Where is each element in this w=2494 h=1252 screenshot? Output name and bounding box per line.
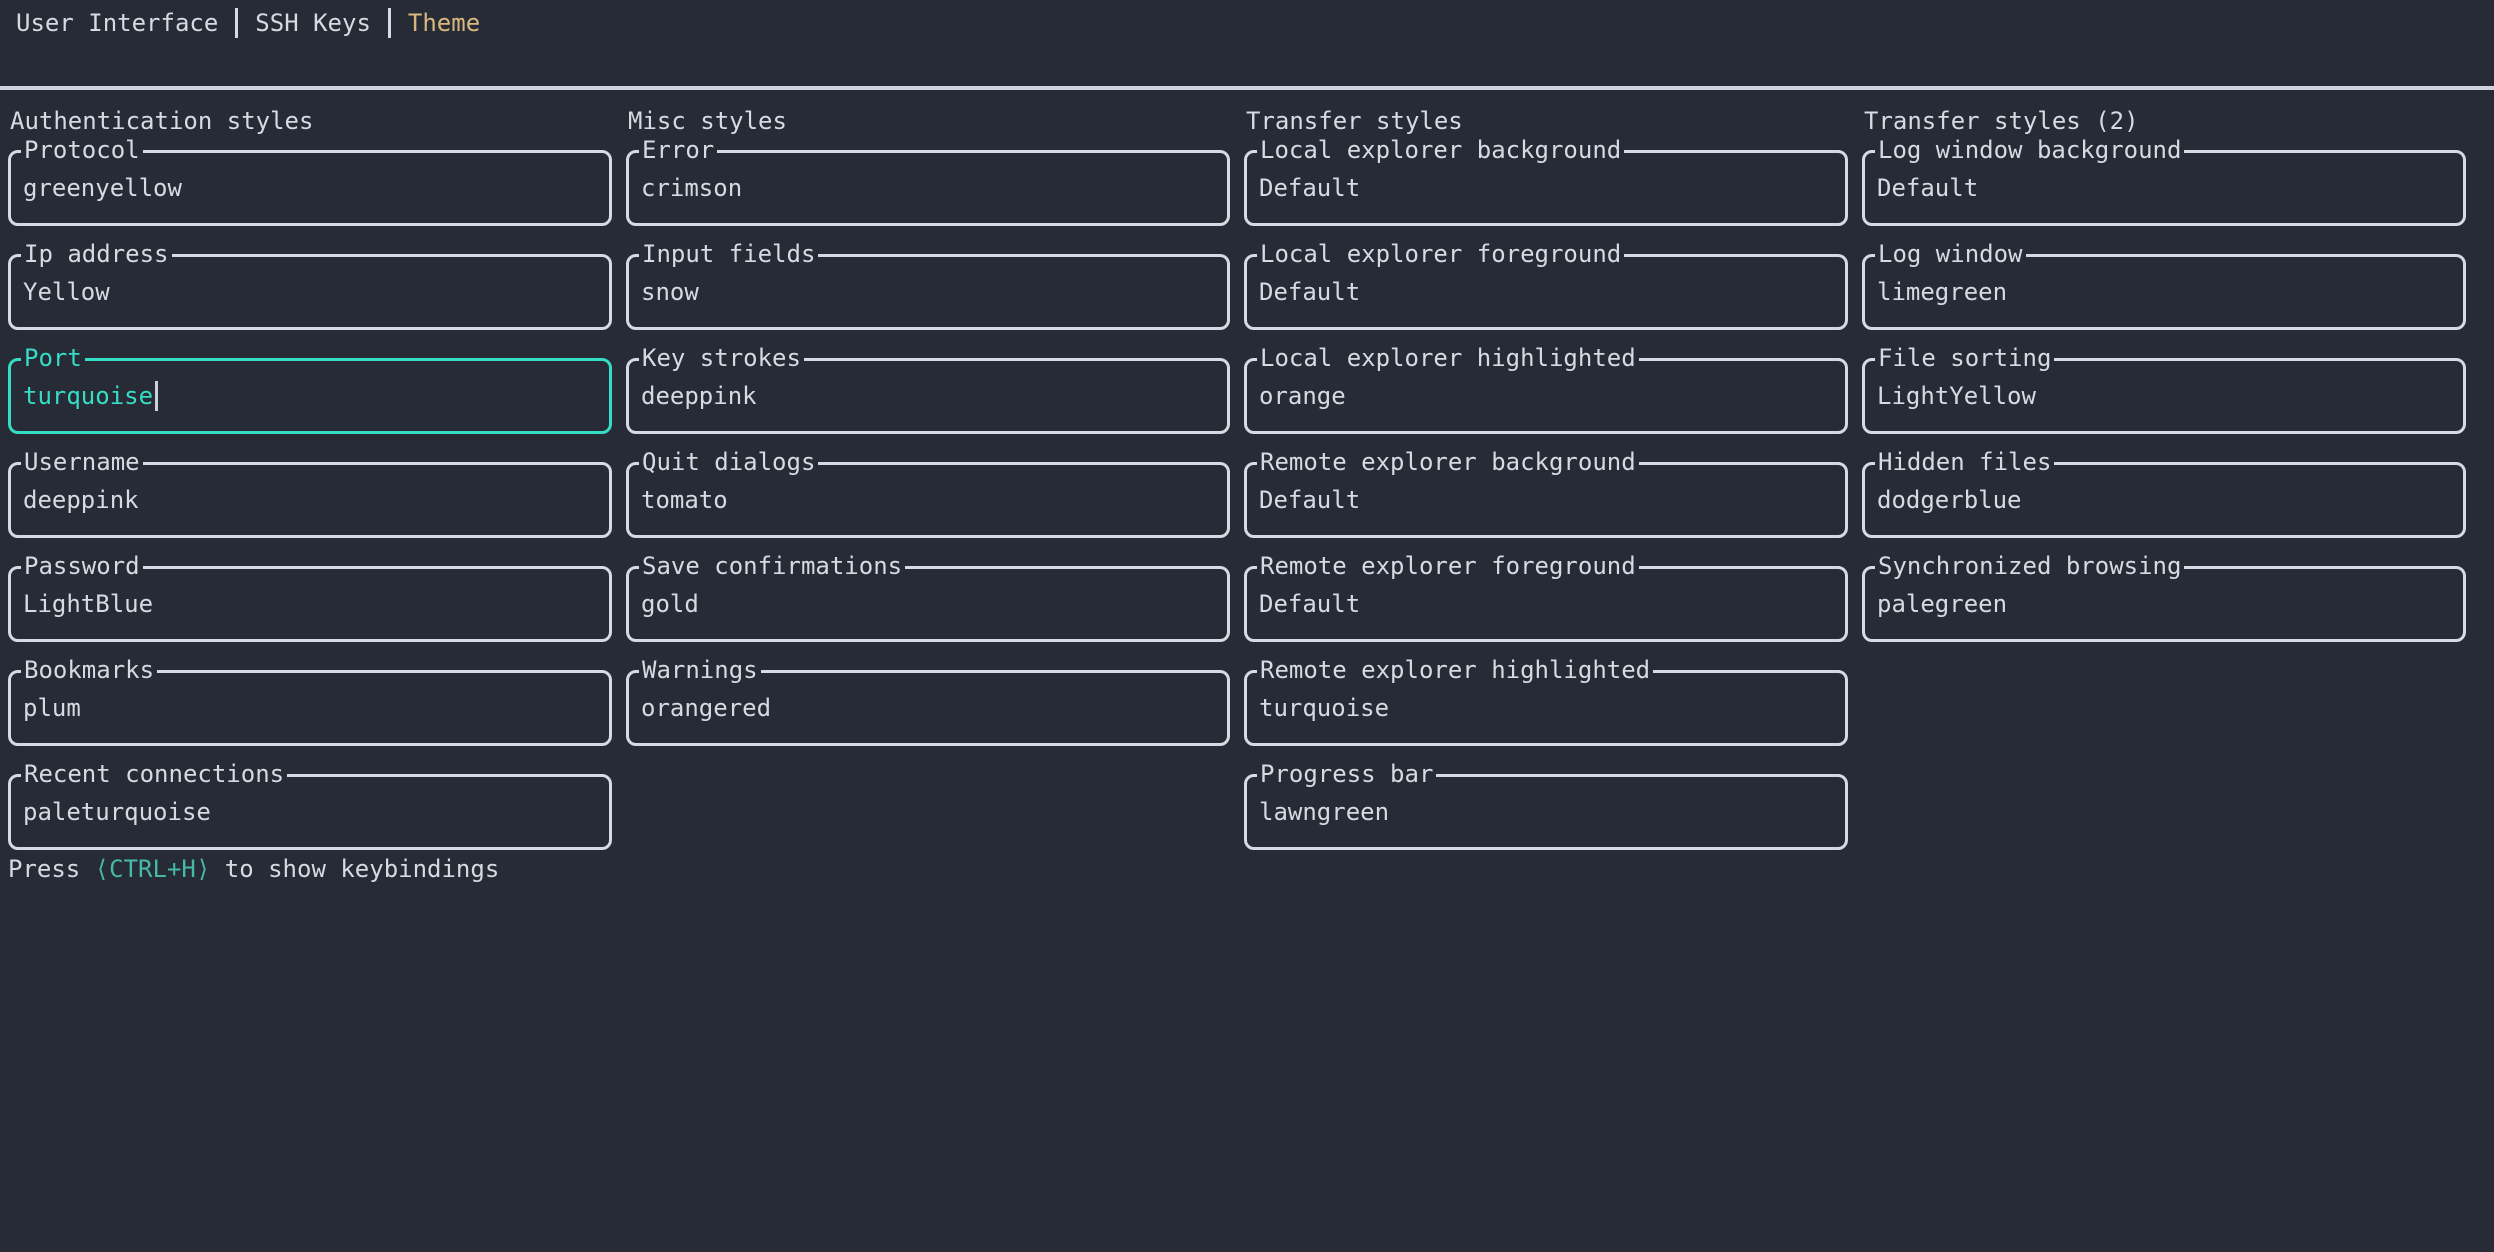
- field-value: palegreen: [1877, 590, 2008, 618]
- field-label: File sorting: [1875, 345, 2055, 372]
- field-value: Default: [1259, 590, 1361, 618]
- text-cursor: [155, 381, 159, 411]
- field-label: Hidden files: [1875, 449, 2055, 476]
- field-recent-connections[interactable]: Recent connections paleturquoise: [8, 761, 612, 850]
- field-label: Save confirmations: [639, 553, 906, 580]
- field-save-confirmations[interactable]: Save confirmations gold: [626, 553, 1230, 642]
- field-progress-bar[interactable]: Progress bar lawngreen: [1244, 761, 1848, 850]
- field-warnings[interactable]: Warnings orangered: [626, 657, 1230, 746]
- field-label: Remote explorer foreground: [1257, 553, 1639, 580]
- field-value: Default: [1877, 174, 1979, 202]
- tab-separator: [387, 8, 391, 38]
- field-label: Progress bar: [1257, 761, 1437, 788]
- field-label: Remote explorer background: [1257, 449, 1639, 476]
- field-label: Remote explorer highlighted: [1257, 657, 1654, 684]
- field-label: Port: [21, 345, 85, 372]
- field-log-window[interactable]: Log window limegreen: [1862, 241, 2466, 330]
- field-port[interactable]: Port turquoise: [8, 345, 612, 434]
- field-label: Local explorer highlighted: [1257, 345, 1639, 372]
- field-value: crimson: [641, 174, 743, 202]
- tab-user-interface[interactable]: User Interface: [16, 9, 219, 37]
- field-hidden-files[interactable]: Hidden files dodgerblue: [1862, 449, 2466, 538]
- help-bar: Press ⟨CTRL+H⟩ to show keybindings: [8, 856, 499, 883]
- field-label: Password: [21, 553, 143, 580]
- field-value: gold: [641, 590, 699, 618]
- column-transfer-styles-2: Transfer styles (2)Log window background…: [1862, 108, 2466, 878]
- field-value: Default: [1259, 278, 1361, 306]
- field-label: Username: [21, 449, 143, 476]
- field-value: tomato: [641, 486, 728, 514]
- column-header-transfer-styles-2: Transfer styles (2): [1864, 107, 2139, 135]
- tab-separator: [235, 8, 239, 38]
- field-value: dodgerblue: [1877, 486, 2022, 514]
- field-username[interactable]: Username deeppink: [8, 449, 612, 538]
- field-key-strokes[interactable]: Key strokes deeppink: [626, 345, 1230, 434]
- field-protocol[interactable]: Protocol greenyellow: [8, 137, 612, 226]
- column-header-misc-styles: Misc styles: [628, 107, 787, 135]
- field-label: Local explorer background: [1257, 137, 1625, 164]
- field-value: snow: [641, 278, 699, 306]
- field-input-fields[interactable]: Input fields snow: [626, 241, 1230, 330]
- field-error[interactable]: Error crimson: [626, 137, 1230, 226]
- help-keybinding: ⟨CTRL+H⟩: [94, 855, 211, 883]
- field-label: Warnings: [639, 657, 761, 684]
- field-value: plum: [23, 694, 81, 722]
- field-label: Log window: [1875, 241, 2026, 268]
- field-label: Input fields: [639, 241, 819, 268]
- field-quit-dialogs[interactable]: Quit dialogs tomato: [626, 449, 1230, 538]
- column-header-authentication-styles: Authentication styles: [10, 107, 314, 135]
- field-value: orangered: [641, 694, 772, 722]
- tab-theme[interactable]: Theme: [407, 9, 481, 37]
- field-label: Ip address: [21, 241, 172, 268]
- field-value: Default: [1259, 486, 1361, 514]
- field-remote-explorer-highlighted[interactable]: Remote explorer highlighted turquoise: [1244, 657, 1848, 746]
- field-label: Quit dialogs: [639, 449, 819, 476]
- field-value: turquoise: [1259, 694, 1390, 722]
- field-value: LightYellow: [1877, 382, 2036, 410]
- field-bookmarks[interactable]: Bookmarks plum: [8, 657, 612, 746]
- field-value: deeppink: [641, 382, 757, 410]
- field-value: LightBlue: [23, 590, 154, 618]
- tab-bar: User Interface SSH Keys Theme: [16, 6, 480, 40]
- field-value: Default: [1259, 174, 1361, 202]
- field-value: turquoise: [23, 382, 154, 410]
- header-divider: [0, 86, 2494, 90]
- field-label: Error: [639, 137, 718, 164]
- field-local-explorer-highlighted[interactable]: Local explorer highlighted orange: [1244, 345, 1848, 434]
- field-value: lawngreen: [1259, 798, 1390, 826]
- field-label: Bookmarks: [21, 657, 158, 684]
- tab-ssh-keys[interactable]: SSH Keys: [255, 9, 371, 37]
- field-label: Synchronized browsing: [1875, 553, 2185, 580]
- help-text-prefix: Press: [8, 855, 95, 883]
- field-label: Local explorer foreground: [1257, 241, 1625, 268]
- field-value: deeppink: [23, 486, 139, 514]
- field-value: orange: [1259, 382, 1346, 410]
- field-value: limegreen: [1877, 278, 2008, 306]
- column-header-transfer-styles: Transfer styles: [1246, 107, 1463, 135]
- field-value: paleturquoise: [23, 798, 211, 826]
- field-label: Protocol: [21, 137, 143, 164]
- help-text-suffix: to show keybindings: [210, 855, 500, 883]
- field-label: Recent connections: [21, 761, 288, 788]
- field-value: greenyellow: [23, 174, 182, 202]
- field-label: Log window background: [1875, 137, 2185, 164]
- field-label: Key strokes: [639, 345, 804, 372]
- field-value: Yellow: [23, 278, 110, 306]
- field-synchronized-browsing[interactable]: Synchronized browsing palegreen: [1862, 553, 2466, 642]
